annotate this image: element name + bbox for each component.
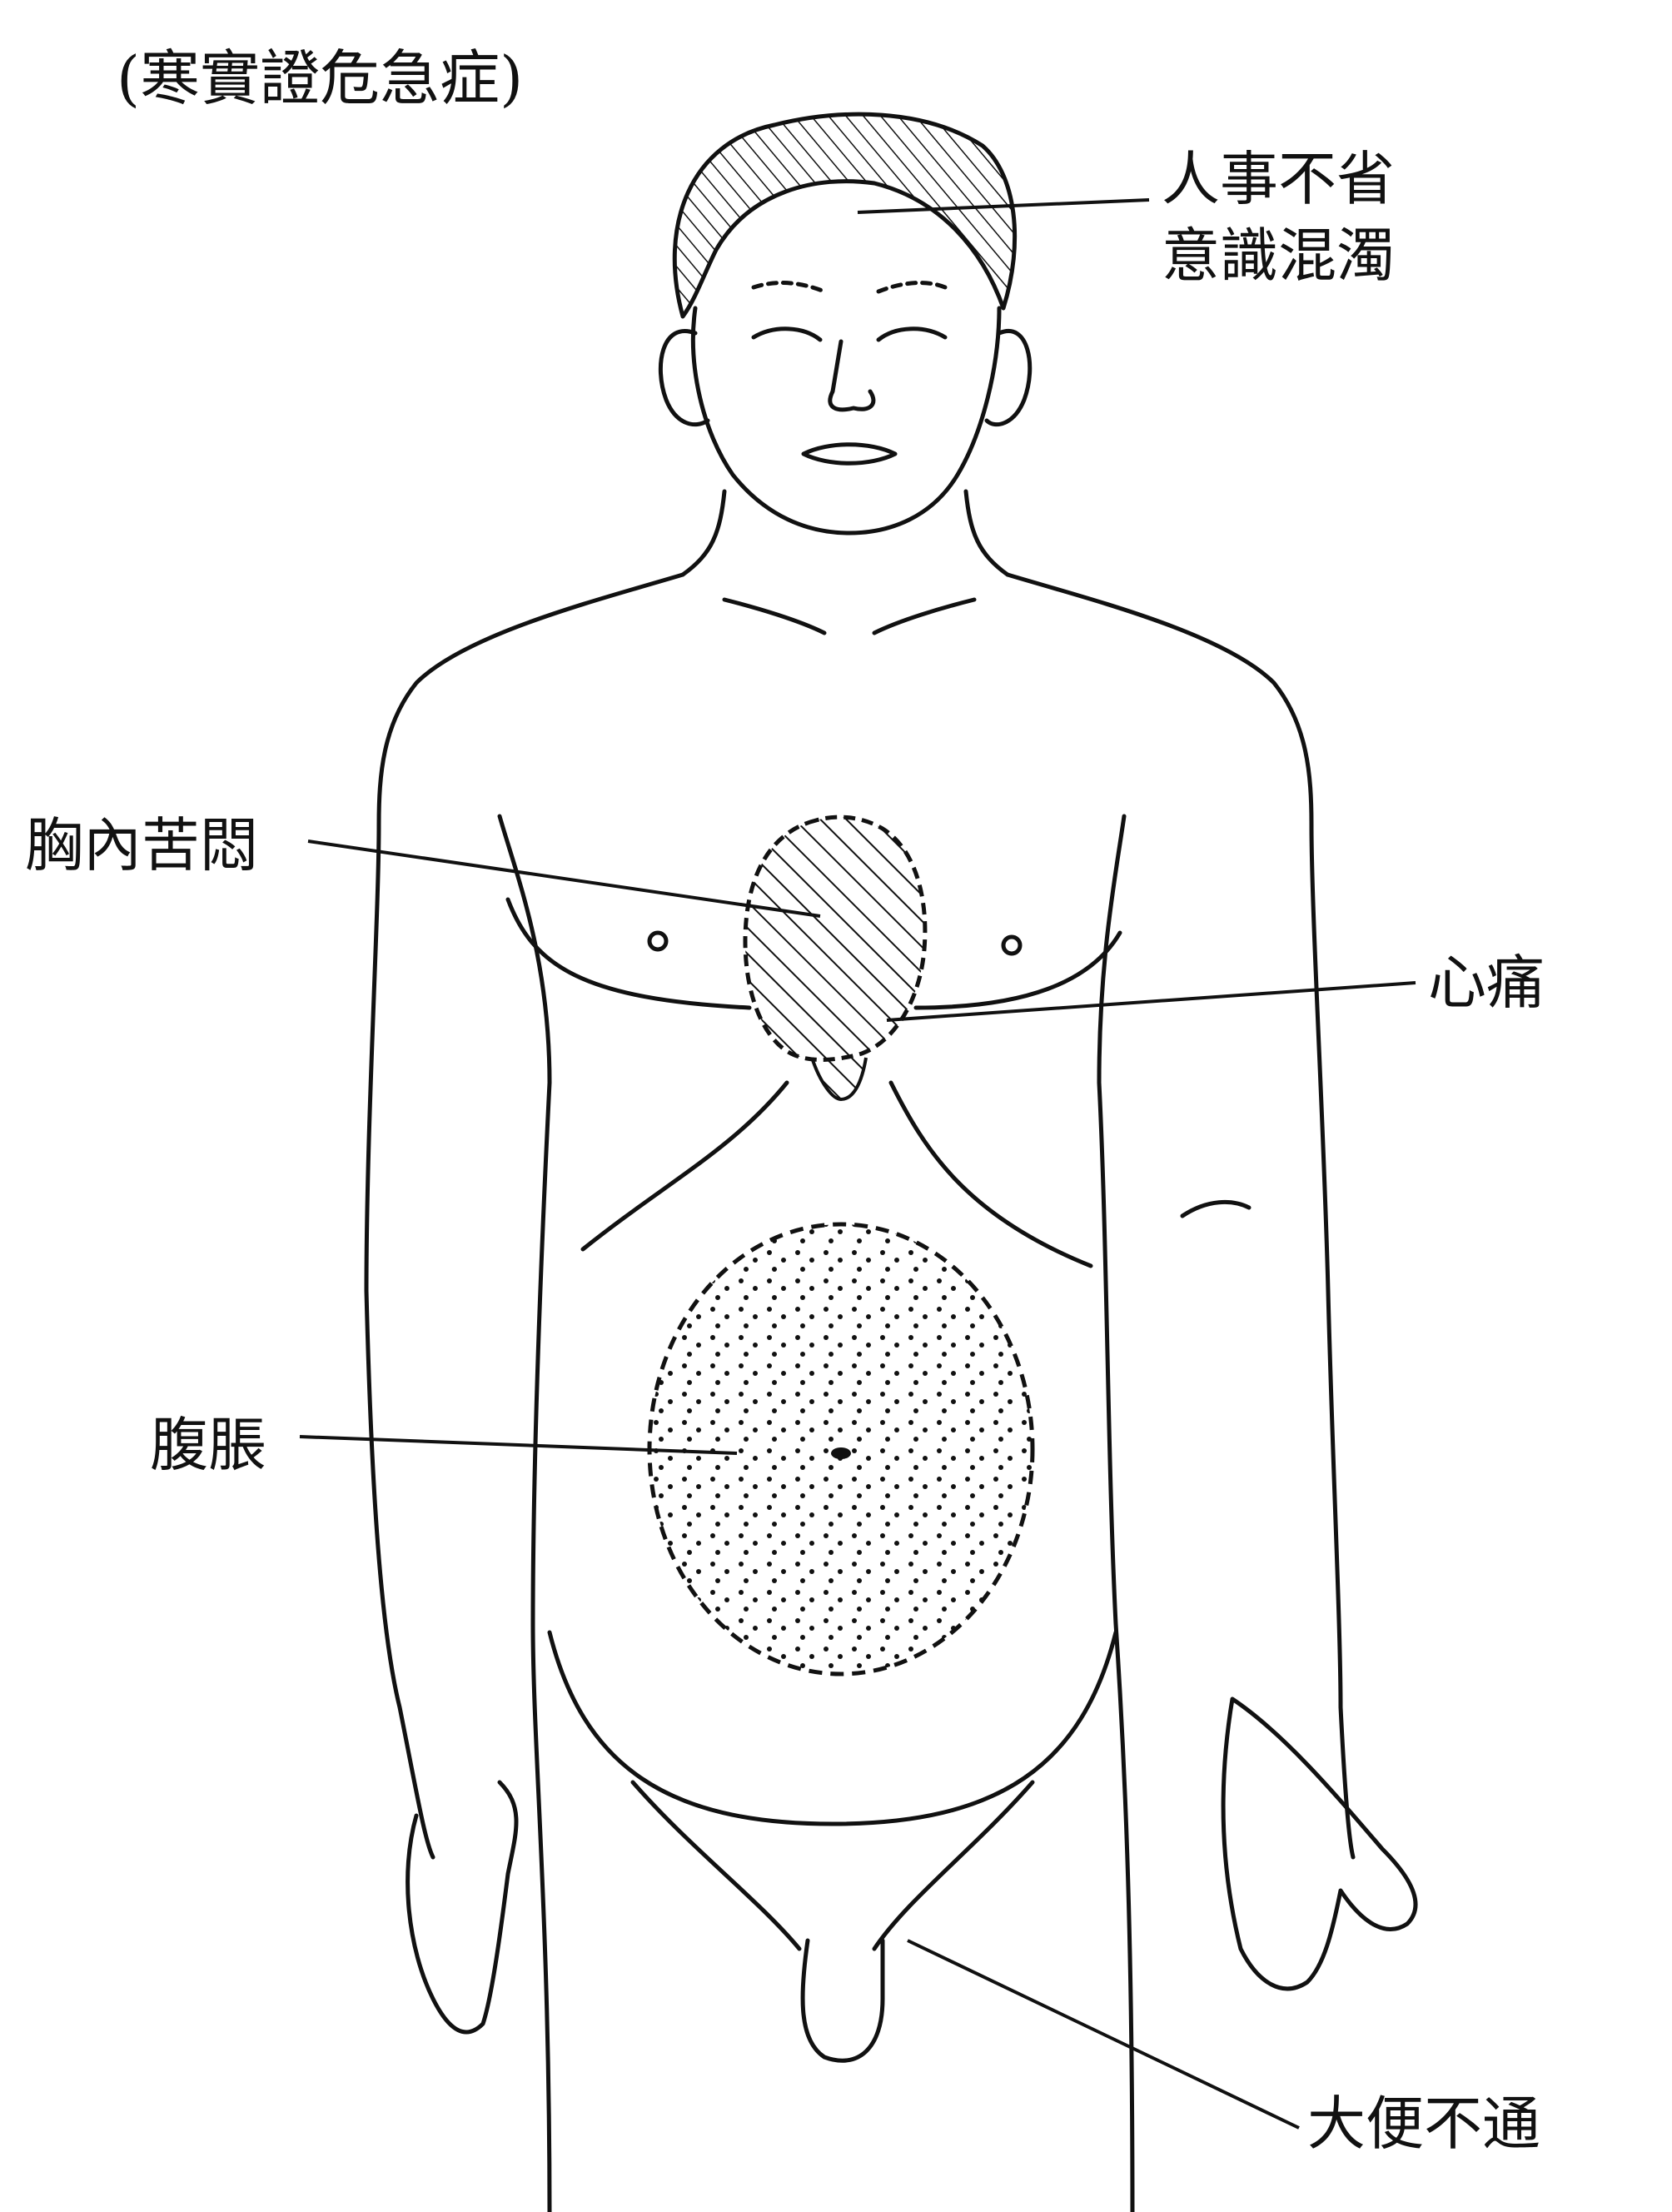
label-constipation: 大便不通 [1307, 2090, 1540, 2158]
leader-bowel [907, 1939, 1300, 2130]
heart-region [743, 815, 928, 1062]
nose [828, 339, 876, 412]
belly [547, 1630, 1118, 1826]
label-chest-oppression: 胸內苦悶 [25, 811, 258, 879]
label-confused-consciousness: 意識混濁 [1162, 222, 1395, 290]
label-abdominal-distension: 腹脹 [150, 1411, 266, 1479]
face-outline [690, 306, 1002, 536]
xiphoid-region [810, 1057, 868, 1102]
left-hand [406, 1780, 519, 2035]
right-ear [984, 329, 1033, 427]
inner-arm-right [1097, 814, 1135, 2212]
leader-chest [307, 839, 821, 918]
torso-outline [364, 572, 685, 1860]
leader-head [857, 198, 1150, 214]
hair [672, 112, 1018, 319]
right-nipple [1001, 934, 1023, 956]
leader-heart [886, 981, 1416, 1022]
right-hand [1221, 1696, 1418, 1991]
neck-right [963, 489, 1010, 577]
right-eyebrow [876, 281, 948, 294]
label-heart-pain: 心痛 [1428, 949, 1545, 1017]
neck-left [680, 489, 727, 577]
left-eye [751, 326, 823, 342]
inner-arm-left [497, 814, 552, 2212]
left-ear [659, 329, 710, 427]
elbow-crease [1180, 1199, 1252, 1218]
mouth [801, 442, 898, 466]
rib-cage [580, 1080, 1093, 1268]
pectoral-right [913, 930, 1122, 1010]
clavicle [722, 597, 977, 635]
pectoral-left [505, 897, 752, 1010]
label-unconscious: 人事不省 [1162, 145, 1395, 213]
label-head-group: 人事不省 意識混濁 [1162, 150, 1395, 303]
underwear [630, 1780, 1035, 1951]
genital-outline [800, 1938, 885, 2063]
leader-abdomen [299, 1435, 738, 1455]
left-nipple [647, 930, 669, 952]
left-eyebrow [751, 281, 827, 294]
right-eye [876, 326, 948, 342]
diagram-title: (寒實證危急症) [117, 43, 524, 113]
navel [831, 1447, 851, 1459]
